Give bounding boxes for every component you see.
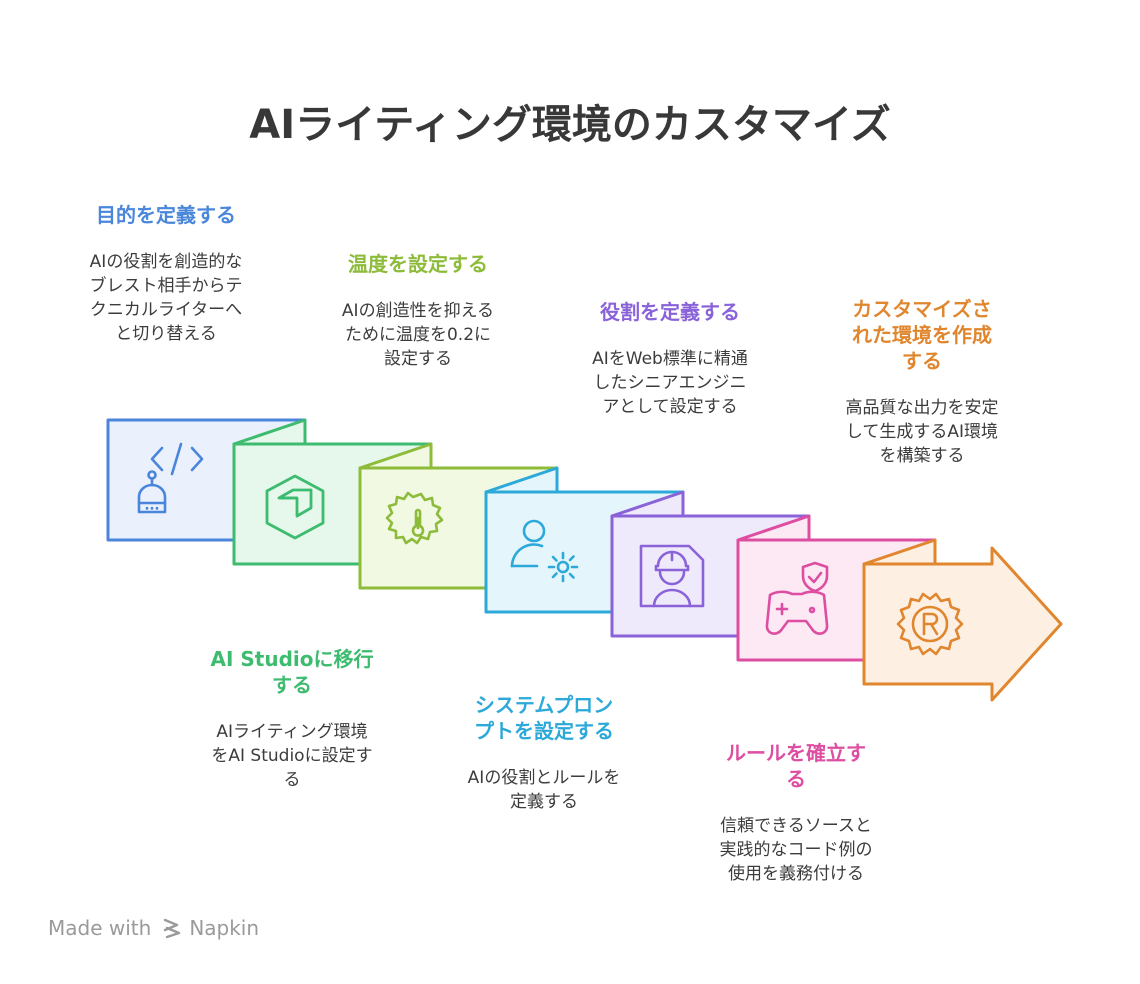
step-6-description: 信頼できるソースと 実践的なコード例の 使用を義務付ける: [719, 816, 873, 884]
step-7-label: カスタマイズさ れた環境を作成 する 高品質な出力を安定 して生成するAI環境 …: [822, 296, 1022, 468]
page-title: AIライティング環境のカスタマイズ: [249, 102, 891, 148]
engineer-badge-icon: [639, 544, 705, 608]
step-5-heading: 役割を定義する: [600, 300, 740, 324]
step-1-description: AIの役割を創造的な ブレスト相手からテ クニカルライターへ と切り替える: [89, 252, 243, 344]
step-6-heading: ルールを確立す る: [726, 741, 866, 791]
step-4-label: システムプロン プトを設定する AIの役割とルールを 定義する: [444, 692, 644, 814]
step-3-description: AIの創造性を抑える ために温度を0.2に 設定する: [341, 301, 495, 369]
step-4-description: AIの役割とルールを 定義する: [467, 768, 621, 812]
step-7-description: 高品質な出力を安定 して生成するAI環境 を構築する: [845, 398, 999, 466]
step-7-arrow: [862, 538, 1063, 702]
step-2-label: AI Studioに移行 する AIライティング環境 をAI Studioに設定…: [192, 646, 392, 792]
gamepad-shield-icon: [765, 561, 829, 635]
box-icon: [265, 474, 325, 540]
step-1-heading: 目的を定義する: [96, 203, 236, 227]
registered-gear-icon: [896, 592, 964, 656]
step-4-heading: システムプロン プトを設定する: [474, 693, 614, 743]
step-2-description: AIライティング環境 をAI Studioに設定す る: [211, 722, 373, 790]
step-3-label: 温度を設定する AIの創造性を抑える ために温度を0.2に 設定する: [318, 251, 518, 371]
thermometer-gear-icon: [385, 491, 444, 545]
user-gear-icon: [510, 519, 579, 583]
code-robot-icon: [137, 442, 204, 514]
napkin-logo-icon: [164, 918, 181, 939]
step-6-label: ルールを確立す る 信頼できるソースと 実践的なコード例の 使用を義務付ける: [696, 740, 896, 886]
made-with-text: Made with: [48, 916, 152, 940]
step-5-description: AIをWeb標準に精通 したシニアエンジニ アとして設定する: [592, 349, 748, 417]
step-3-heading: 温度を設定する: [348, 252, 488, 276]
step-5-label: 役割を定義する AIをWeb標準に精通 したシニアエンジニ アとして設定する: [570, 299, 770, 419]
footer-credit[interactable]: Made with Napkin: [48, 916, 259, 940]
step-7-heading: カスタマイズさ れた環境を作成 する: [852, 297, 992, 373]
napkin-brand-text: Napkin: [189, 916, 260, 940]
step-1-label: 目的を定義する AIの役割を創造的な ブレスト相手からテ クニカルライターへ と…: [66, 202, 266, 346]
step-2-heading: AI Studioに移行 する: [210, 647, 374, 697]
